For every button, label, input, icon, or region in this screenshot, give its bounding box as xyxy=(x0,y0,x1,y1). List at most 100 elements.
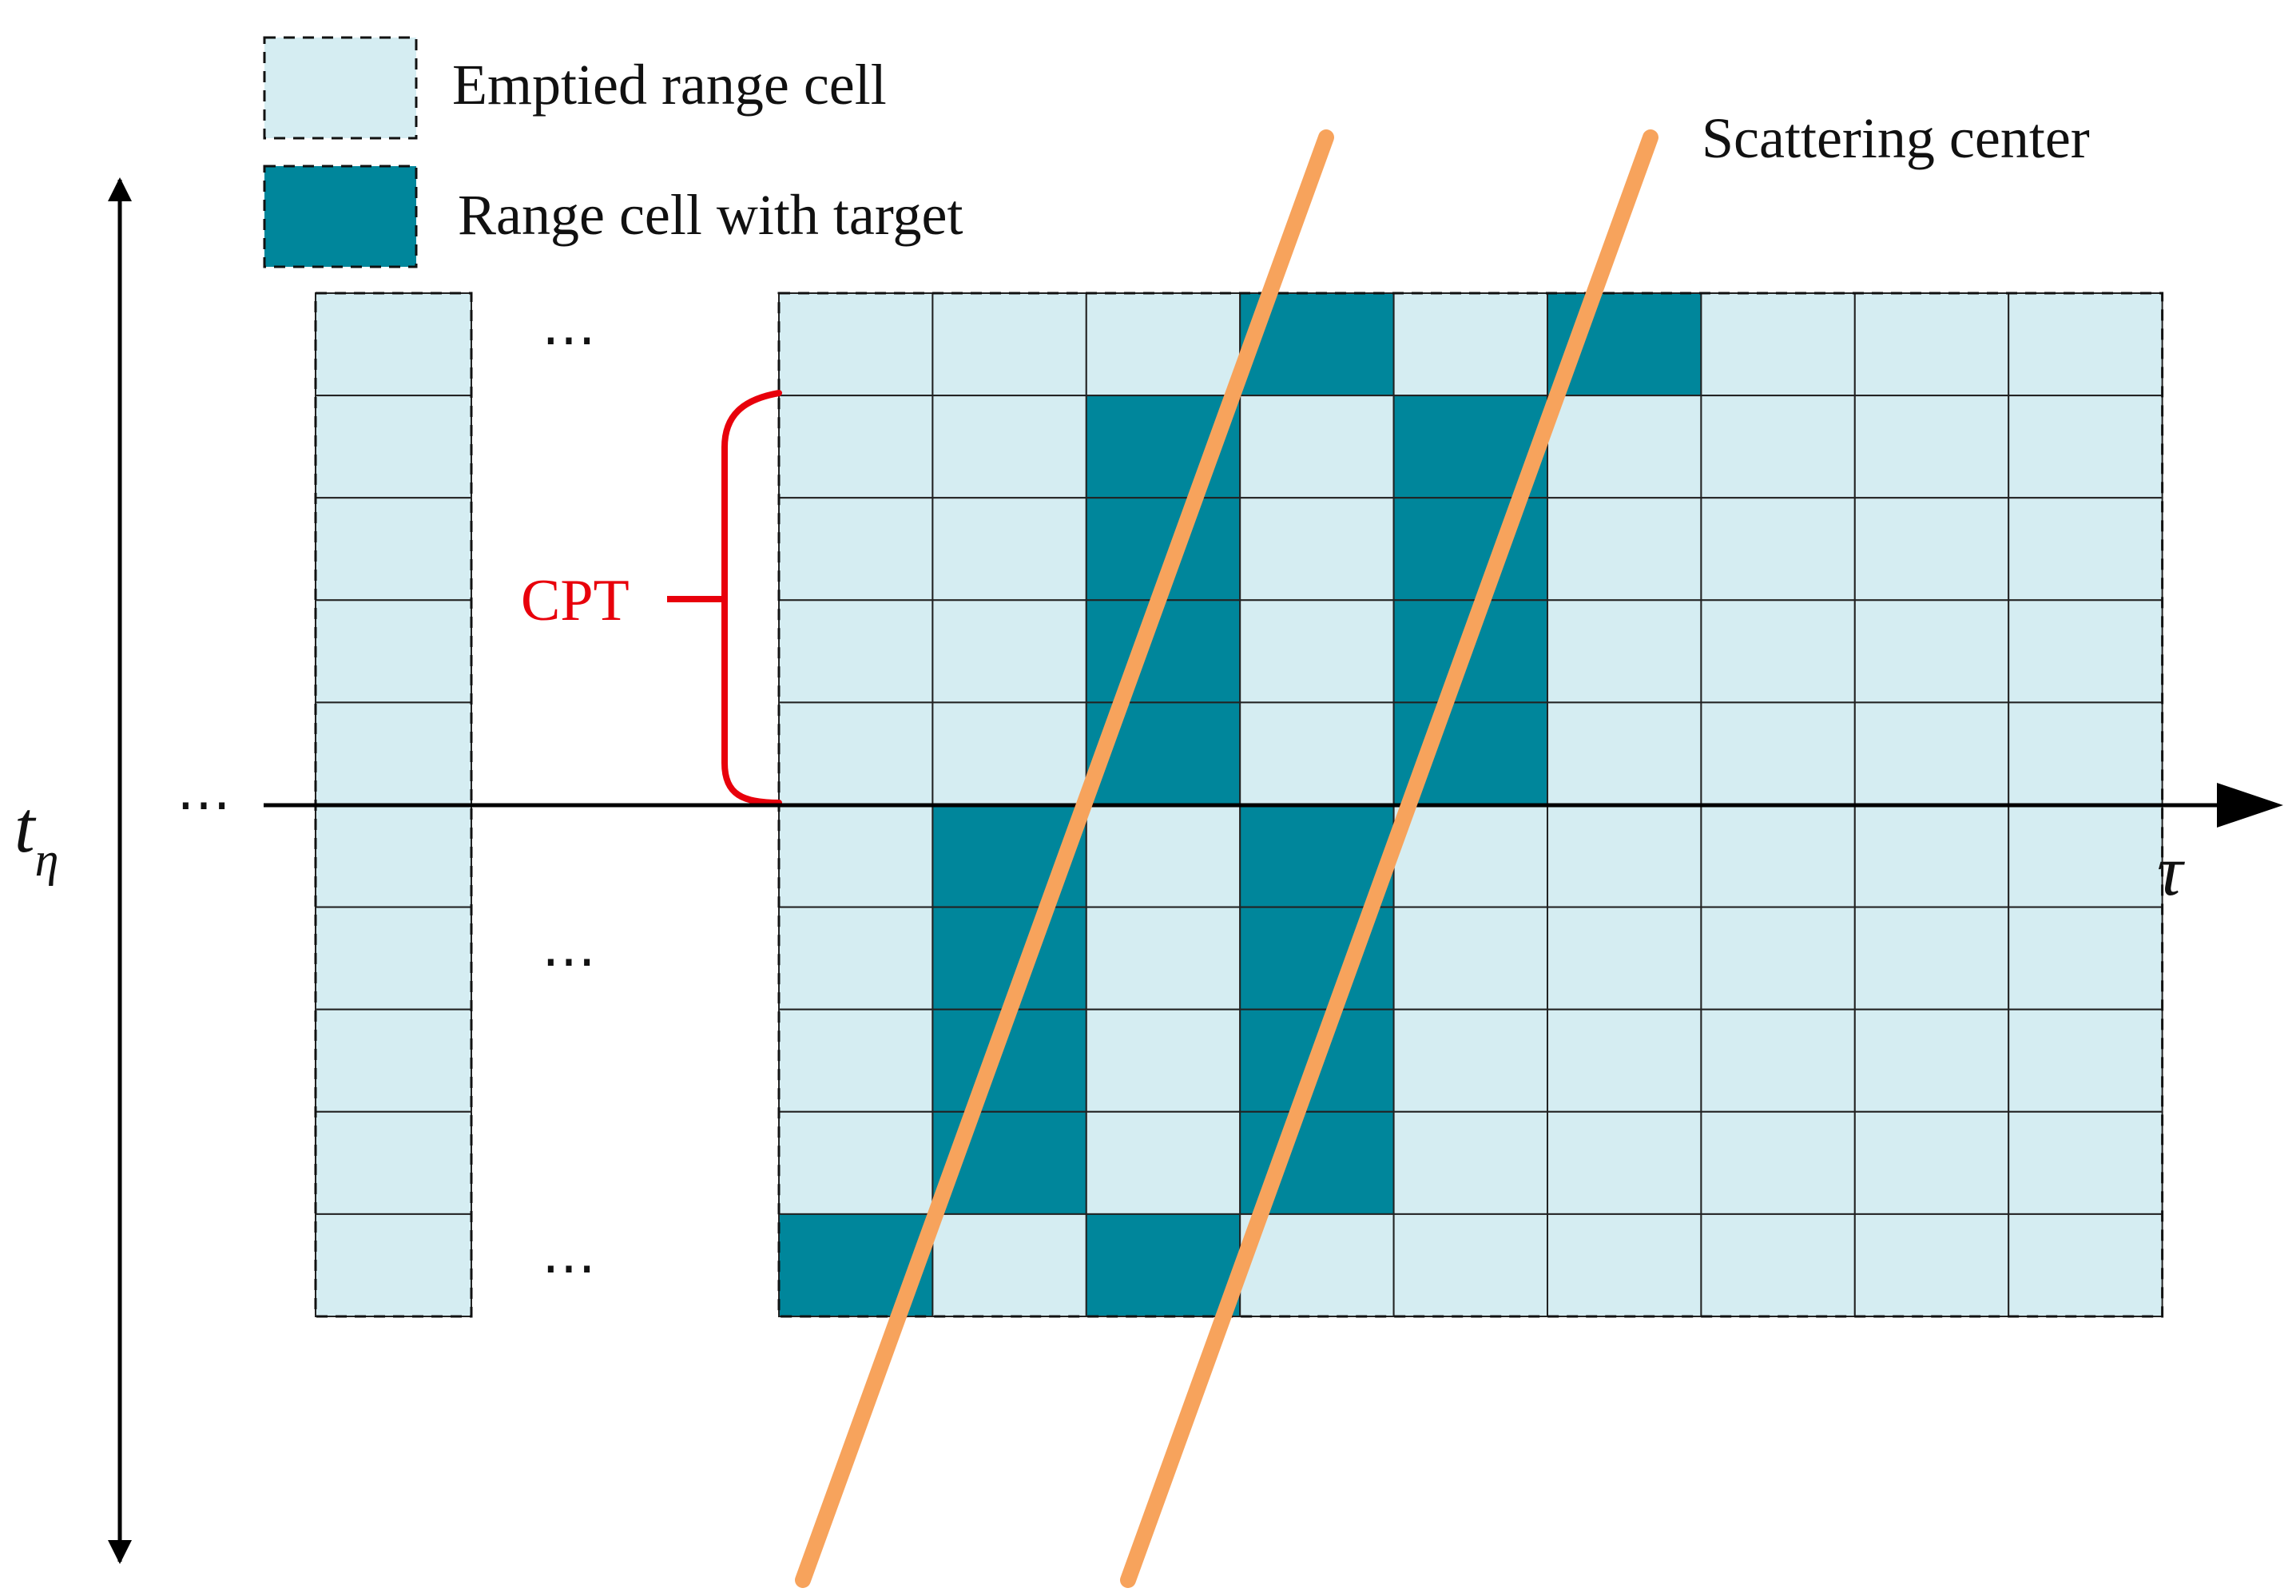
range-cell-empty xyxy=(2008,1008,2163,1113)
range-cell-empty xyxy=(932,497,1087,601)
range-cell-empty xyxy=(1547,701,1702,806)
range-cell-empty xyxy=(1700,292,1856,397)
range-cell-empty xyxy=(1547,906,1702,1010)
range-cell-empty xyxy=(2008,906,2163,1010)
range-cell-target xyxy=(1392,497,1548,601)
range-cell-empty xyxy=(2008,292,2163,397)
range-cell-empty xyxy=(778,599,934,704)
left-column-cell xyxy=(315,292,472,397)
range-cell-empty xyxy=(1853,497,2010,601)
range-cell-empty xyxy=(1853,1008,2010,1113)
range-cell-empty xyxy=(932,599,1087,704)
range-cell-empty xyxy=(1853,804,2010,908)
range-cell-empty xyxy=(1700,804,1856,908)
range-cell-empty xyxy=(932,1213,1087,1318)
range-cell-empty xyxy=(778,804,934,908)
range-cell-empty xyxy=(1853,1213,2010,1318)
range-cell-target xyxy=(1085,1213,1241,1318)
left-column-cell xyxy=(315,599,472,704)
left-column-cell xyxy=(315,1110,472,1215)
range-cell-empty xyxy=(1853,701,2010,806)
range-cell-empty xyxy=(932,395,1087,499)
range-cell-empty xyxy=(1547,1110,1702,1215)
scattering-center-label: Scattering center xyxy=(1702,106,2090,170)
range-cell-empty xyxy=(1700,701,1856,806)
left-column-cell xyxy=(315,906,472,1010)
range-cell-empty xyxy=(2008,1213,2163,1318)
range-cell-empty xyxy=(778,395,934,499)
range-cell-empty xyxy=(2008,395,2163,499)
range-cell-grid xyxy=(777,292,2164,1318)
range-cell-empty xyxy=(1239,497,1395,601)
range-cell-empty xyxy=(778,1110,934,1215)
range-cell-empty xyxy=(1392,1213,1548,1318)
range-cell-empty xyxy=(778,701,934,806)
legend-target-label: Range cell with target xyxy=(458,183,963,247)
range-cell-empty xyxy=(1392,906,1548,1010)
range-cell-empty xyxy=(1085,906,1241,1010)
range-cell-empty xyxy=(1700,906,1856,1010)
range-cell-empty xyxy=(1547,497,1702,601)
left-column-cell xyxy=(315,701,472,806)
legend-empty-label: Emptied range cell xyxy=(452,53,887,117)
range-cell-empty xyxy=(2008,804,2163,908)
range-cell-empty xyxy=(778,292,934,397)
range-cell-target xyxy=(1085,599,1241,704)
left-column-cell xyxy=(315,1213,472,1318)
range-cell-empty xyxy=(932,292,1087,397)
range-cell-empty xyxy=(1085,292,1241,397)
ellipsis-bottom: ⋯ xyxy=(542,1237,596,1298)
range-cell-empty xyxy=(1239,599,1395,704)
ellipsis-top: ⋯ xyxy=(542,309,596,370)
range-cell-empty xyxy=(1547,395,1702,499)
range-cell-empty xyxy=(1700,1008,1856,1113)
left-range-column xyxy=(314,292,473,1318)
legend: Emptied range cell Range cell with targe… xyxy=(263,36,963,268)
left-column-cell xyxy=(315,497,472,601)
range-cell-target xyxy=(1547,292,1702,397)
range-cell-empty xyxy=(1239,1213,1395,1318)
range-cell-empty xyxy=(932,701,1087,806)
range-cell-target xyxy=(1239,804,1395,908)
range-cell-empty xyxy=(1700,1213,1856,1318)
ellipsis-middle: ⋯ xyxy=(542,931,596,991)
range-cell-empty xyxy=(2008,497,2163,601)
range-cell-empty xyxy=(1853,395,2010,499)
range-cell-empty xyxy=(1239,701,1395,806)
range-cell-empty xyxy=(1853,599,2010,704)
range-cell-empty xyxy=(778,497,934,601)
range-cell-empty xyxy=(1547,1008,1702,1113)
cpt-bracket xyxy=(721,390,782,806)
range-cell-empty xyxy=(1239,395,1395,499)
range-cell-empty xyxy=(1085,804,1241,908)
horizontal-axis-arrow xyxy=(2217,783,2283,828)
range-cell-empty xyxy=(2008,701,2163,806)
legend-empty-swatch xyxy=(263,36,418,140)
range-cell-empty xyxy=(778,1008,934,1113)
range-cell-empty xyxy=(1700,1110,1856,1215)
range-cell-empty xyxy=(1392,1008,1548,1113)
range-cell-empty xyxy=(1700,395,1856,499)
range-cell-empty xyxy=(1853,906,2010,1010)
left-column-cell xyxy=(315,1008,472,1113)
range-cell-empty xyxy=(778,906,934,1010)
legend-target-swatch xyxy=(263,165,418,268)
range-cell-empty xyxy=(1547,804,1702,908)
horizontal-axis-label: τ xyxy=(2157,832,2185,911)
cpt-label: CPT xyxy=(521,568,630,633)
range-cell-empty xyxy=(1853,1110,2010,1215)
range-cell-empty xyxy=(1547,599,1702,704)
vertical-axis-label: tη xyxy=(14,786,58,886)
range-cell-empty xyxy=(1085,1008,1241,1113)
scattering-center-line-1 xyxy=(795,129,1334,1588)
range-cell-empty xyxy=(1392,1110,1548,1215)
range-cell-empty xyxy=(2008,599,2163,704)
range-cell-empty xyxy=(1392,292,1548,397)
range-cell-empty xyxy=(1853,292,2010,397)
left-column-cell xyxy=(315,804,472,908)
range-cell-empty xyxy=(1700,497,1856,601)
left-column-cell xyxy=(315,395,472,499)
range-cell-empty xyxy=(1547,1213,1702,1318)
range-cell-empty xyxy=(1085,1110,1241,1215)
